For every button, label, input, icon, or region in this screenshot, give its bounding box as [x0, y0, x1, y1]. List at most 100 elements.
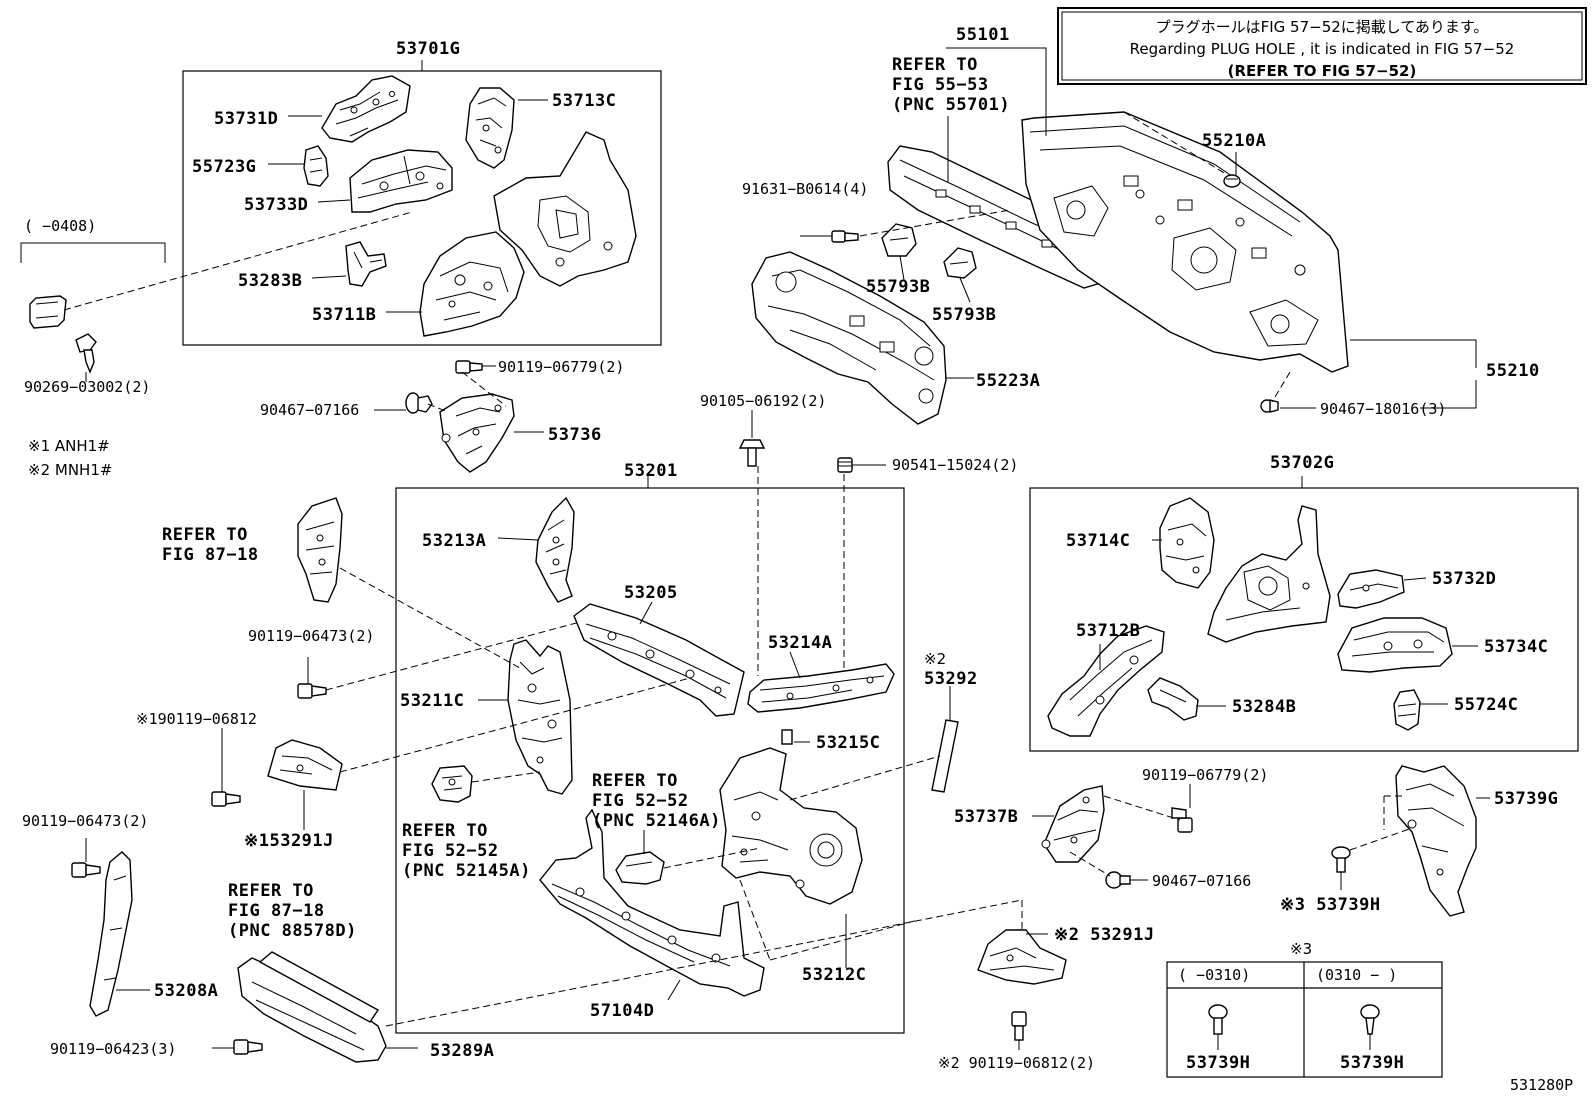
label-53711B: 53711B — [312, 305, 376, 325]
refer-88578D-line2: FIG 87−18 — [228, 901, 325, 921]
label-mark-3: ※3 — [1290, 940, 1312, 958]
note-box: プラグホールはFIG 57−52に掲載してあります。 Regarding PLU… — [1057, 7, 1587, 85]
leader-lines — [85, 47, 1490, 1050]
label-53714C: 53714C — [1066, 531, 1130, 551]
label-55793B-2: 55793B — [932, 305, 996, 325]
label-90119-06423: 90119−06423(3) — [50, 1040, 176, 1058]
clip-53739H-variant-a — [1208, 1004, 1228, 1035]
part-53205 — [573, 603, 745, 717]
label-range-0310-a: ( −0310) — [1178, 966, 1250, 984]
group-box-53702G — [1029, 487, 1579, 752]
note-line-2: Regarding PLUG HOLE , it is indicated in… — [1130, 40, 1515, 58]
bolt-90119-06812-left — [211, 791, 241, 807]
part-53208A — [89, 851, 133, 1017]
part-53737B — [1041, 785, 1105, 863]
label-53212C: 53212C — [802, 965, 866, 985]
label-90467-18016: 90467−18016(3) — [1320, 400, 1446, 418]
refer-55-53-line2: FIG 55−53 — [892, 75, 989, 95]
part-53733D — [349, 149, 453, 213]
clip-53739H-variant-b — [1360, 1004, 1380, 1035]
part-53702G-tower — [1207, 505, 1331, 643]
label-55793B-1: 55793B — [866, 277, 930, 297]
refer-88578D-line1: REFER TO — [228, 881, 314, 901]
refer-87-18-line2: FIG 87−18 — [162, 545, 259, 565]
bolt-90119-06473-left — [71, 862, 101, 878]
label-53736: 53736 — [548, 425, 602, 445]
label-90119-06779-top: 90119−06779(2) — [498, 358, 624, 376]
label-53291J-right: ※2 53291J — [1054, 925, 1155, 945]
label-91631-B0614: 91631−B0614(4) — [742, 180, 868, 198]
label-53291J-left: ※153291J — [244, 831, 334, 851]
part-53214A — [747, 663, 895, 713]
figure-code: 531280P — [1510, 1076, 1573, 1094]
part-53213A — [535, 496, 575, 603]
label-90119-06812-left: ※190119−06812 — [136, 710, 257, 728]
label-53284B: 53284B — [1232, 697, 1296, 717]
label-53213A: 53213A — [422, 531, 486, 551]
label-53208A: 53208A — [154, 981, 218, 1001]
label-53211C: 53211C — [400, 691, 464, 711]
label-53732D: 53732D — [1432, 569, 1496, 589]
part-53289A — [237, 951, 387, 1063]
refer-88578D-line3: (PNC 88578D) — [228, 921, 357, 941]
label-53739H-main: ※3 53739H — [1280, 895, 1381, 915]
label-53292: 53292 — [924, 669, 978, 689]
label-53737B: 53737B — [954, 807, 1018, 827]
group-box-53739H-variants — [1166, 961, 1443, 1078]
assembly-dashed-lines — [63, 111, 1413, 1027]
refer-52-52-b-line2: FIG 52−52 — [402, 841, 499, 861]
label-53733D: 53733D — [244, 195, 308, 215]
note-line-1: プラグホールはFIG 57−52に掲載してあります。 — [1156, 18, 1489, 36]
label-90269-03002: 90269−03002(2) — [24, 378, 150, 396]
label-53214A: 53214A — [768, 633, 832, 653]
refer-52-52-b-line3: (PNC 52145A) — [402, 861, 531, 881]
legend-mark-1: ※1 ANH1# — [28, 437, 110, 455]
label-53201: 53201 — [624, 461, 678, 481]
label-range-0310-b: (0310 − ) — [1316, 966, 1397, 984]
part-53739G — [1395, 765, 1477, 917]
clip-53215C — [781, 729, 793, 745]
label-90467-07166-right: 90467−07166 — [1152, 872, 1251, 890]
refer-52-52-b-line1: REFER TO — [402, 821, 488, 841]
legend-mark-2: ※2 MNH1# — [28, 461, 112, 479]
bracket-0408 — [20, 242, 166, 329]
part-labels: 53701G 53731D 53713C 55723G 53733D 53283… — [22, 25, 1573, 1094]
part-53291J-left — [267, 739, 343, 791]
part-53292 — [931, 719, 959, 793]
part-53211C — [507, 639, 573, 795]
part-55793B-2 — [943, 247, 977, 279]
refer-52-52-a-line2: FIG 52−52 — [592, 791, 689, 811]
label-90119-06473-mid: 90119−06473(2) — [248, 627, 374, 645]
clip-53739H-main — [1331, 846, 1351, 873]
part-53714C — [1159, 497, 1215, 589]
label-90119-06812-right: ※2 90119−06812(2) — [938, 1054, 1095, 1072]
bolt-90119-06812-right — [1011, 1011, 1027, 1041]
refer-55-53-line3: (PNC 55701) — [892, 95, 1010, 115]
label-55210: 55210 — [1486, 361, 1540, 381]
label-53731D: 53731D — [214, 109, 278, 129]
part-55724C — [1393, 689, 1421, 731]
part-53283B — [345, 241, 387, 287]
label-range-0408: ( −0408) — [24, 217, 96, 235]
label-55723G: 55723G — [192, 157, 256, 177]
part-53291J-right — [977, 929, 1067, 985]
part-53736 — [439, 393, 515, 473]
label-53739G: 53739G — [1494, 789, 1558, 809]
grommet-90467-18016 — [1260, 399, 1279, 413]
nut-90541-15024 — [837, 457, 853, 473]
part-55793B-1 — [881, 223, 917, 257]
part-53734C — [1337, 617, 1453, 673]
mark-53292: ※2 — [924, 650, 946, 668]
label-55101: 55101 — [956, 25, 1010, 45]
bolt-91631-B0614 — [831, 230, 859, 243]
bolt-90119-06423 — [233, 1039, 263, 1055]
part-55223A — [751, 251, 947, 425]
part-53284B — [1147, 677, 1199, 721]
refer-52-52-a-line3: (PNC 52146A) — [592, 811, 721, 831]
bolt-90119-06779-top — [455, 360, 483, 374]
label-55223A: 55223A — [976, 371, 1040, 391]
label-53283B: 53283B — [238, 271, 302, 291]
refer-52-52-a-line1: REFER TO — [592, 771, 678, 791]
part-53712B — [1047, 625, 1165, 737]
label-55210A: 55210A — [1202, 131, 1266, 151]
